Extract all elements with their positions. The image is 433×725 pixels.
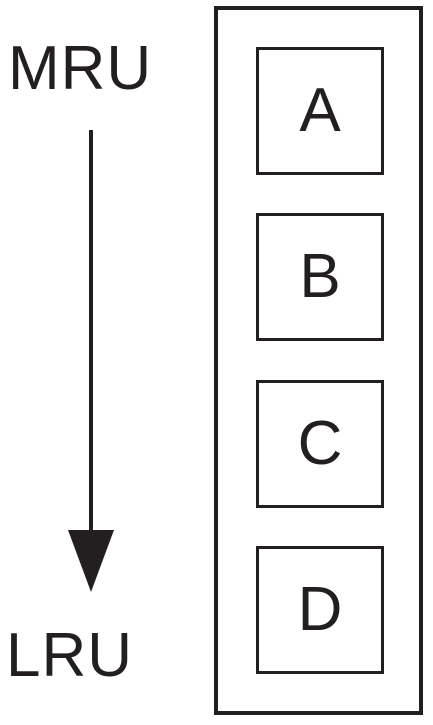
arrow-head bbox=[68, 530, 114, 592]
cache-stack-frame bbox=[214, 6, 423, 715]
down-arrow-icon bbox=[68, 130, 114, 592]
lru-label: LRU bbox=[6, 621, 134, 690]
cache-item-b: B bbox=[256, 213, 384, 341]
mru-label: MRU bbox=[8, 34, 153, 103]
cache-item-d: D bbox=[256, 546, 384, 674]
cache-item-a: A bbox=[256, 47, 384, 175]
cache-item-c: C bbox=[256, 380, 384, 508]
